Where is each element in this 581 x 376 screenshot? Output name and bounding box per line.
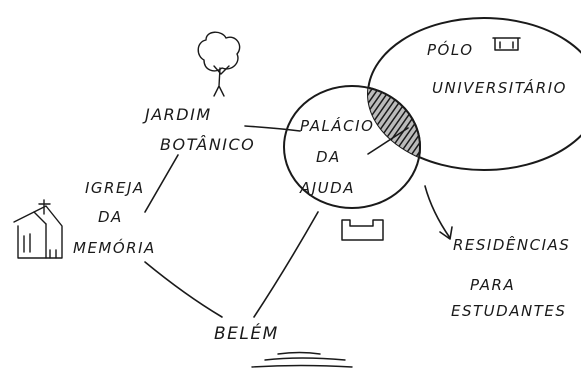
label-residencias-line1: RESIDÊNCIAS <box>453 235 570 254</box>
line-palacio-overlap <box>367 127 409 155</box>
label-igreja-line2: DA <box>98 208 123 226</box>
arrowhead <box>439 226 453 240</box>
line-igreja-belem <box>144 261 223 318</box>
label-residencias-line3: ESTUDANTES <box>451 302 566 320</box>
label-belem: BELÉM <box>214 322 279 344</box>
label-palacio-line3: AJUDA <box>299 179 355 197</box>
church-icon <box>13 199 63 259</box>
river-waves-icon <box>251 351 353 368</box>
label-jardim-line2: BOTÂNICO <box>160 135 255 154</box>
label-igreja-line1: IGREJA <box>85 179 145 197</box>
label-polo-line2: UNIVERSITÁRIO <box>432 78 567 97</box>
label-jardim-line1: JARDIM <box>142 105 212 124</box>
university-building-icon <box>492 37 521 51</box>
line-jardim-palacio <box>244 125 301 132</box>
line-palacio-belem <box>253 211 319 318</box>
label-polo-line1: PÓLO <box>427 40 474 59</box>
label-residencias-line2: PARA <box>470 276 515 294</box>
arrow-to-residencias <box>424 185 451 239</box>
label-palacio-line2: DA <box>316 148 341 166</box>
line-jardim-igreja <box>144 154 179 213</box>
label-igreja-line3: MEMÓRIA <box>73 238 156 257</box>
label-palacio-line1: PALÁCIO <box>300 116 374 135</box>
palace-icon <box>341 219 384 241</box>
overlap-area <box>368 85 421 170</box>
tree-icon <box>197 31 241 97</box>
